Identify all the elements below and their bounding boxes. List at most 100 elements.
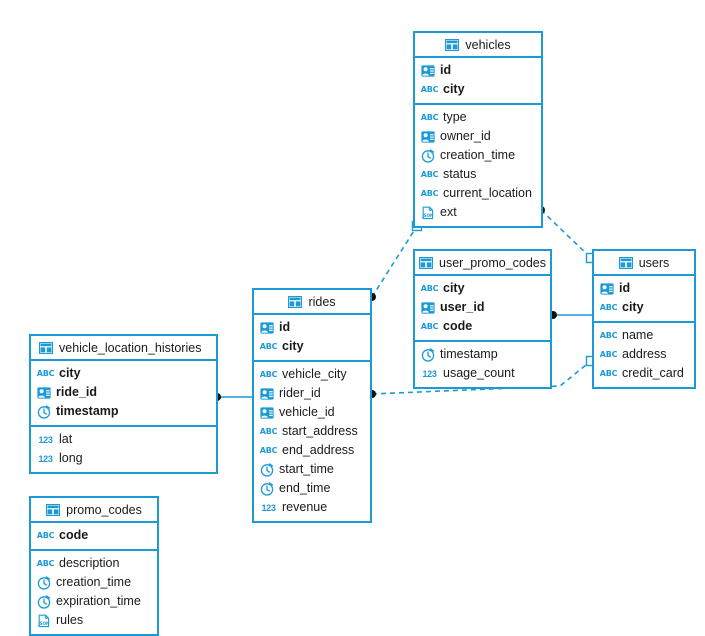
abc-icon: ABC bbox=[420, 284, 439, 293]
column-row-timestamp[interactable]: timestamp bbox=[415, 345, 550, 364]
abc-icon: ABC bbox=[36, 369, 55, 378]
column-row-creation_time[interactable]: creation_time bbox=[415, 146, 541, 165]
abc-icon: ABC bbox=[259, 370, 278, 379]
column-name: usage_count bbox=[443, 366, 515, 381]
column-row-start_time[interactable]: start_time bbox=[254, 460, 370, 479]
column-row-creation_time[interactable]: creation_time bbox=[31, 573, 157, 592]
column-row-city[interactable]: ABC city bbox=[31, 364, 216, 383]
table-icon bbox=[419, 256, 433, 270]
relationship-line bbox=[371, 225, 418, 298]
column-name: ride_id bbox=[56, 385, 97, 400]
id-card-icon bbox=[600, 282, 614, 296]
table-header-promo_codes[interactable]: promo_codes bbox=[31, 498, 157, 523]
column-row-id[interactable]: id bbox=[254, 318, 370, 337]
column-name: end_time bbox=[279, 481, 331, 496]
column-name: city bbox=[443, 281, 465, 296]
clock-icon bbox=[37, 575, 51, 590]
clock-icon bbox=[260, 481, 274, 496]
table-header-user_promo_codes[interactable]: user_promo_codes bbox=[415, 251, 550, 276]
relationship-user_promo_codes-users[interactable] bbox=[549, 311, 592, 319]
column-row-code[interactable]: ABC code bbox=[415, 317, 550, 336]
table-title: promo_codes bbox=[66, 502, 142, 517]
table-header-vehicles[interactable]: vehicles bbox=[415, 33, 541, 58]
column-row-owner_id[interactable]: owner_id bbox=[415, 127, 541, 146]
column-name: id bbox=[279, 320, 291, 335]
column-row-end_time[interactable]: end_time bbox=[254, 479, 370, 498]
column-name: current_location bbox=[443, 186, 532, 201]
column-name: user_id bbox=[440, 300, 485, 315]
clock-icon bbox=[421, 148, 435, 163]
column-row-id[interactable]: id bbox=[594, 279, 694, 298]
column-name: name bbox=[622, 328, 654, 343]
column-row-ride_id[interactable]: ride_id bbox=[31, 383, 216, 402]
column-name: credit_card bbox=[622, 366, 684, 381]
abc-icon: ABC bbox=[420, 322, 439, 331]
column-row-status[interactable]: ABC status bbox=[415, 165, 541, 184]
123-icon: 123 bbox=[261, 502, 276, 513]
table-title: user_promo_codes bbox=[439, 255, 547, 270]
column-row-user_id[interactable]: user_id bbox=[415, 298, 550, 317]
column-name: status bbox=[443, 167, 477, 182]
table-icon bbox=[445, 38, 460, 52]
column-name: start_address bbox=[282, 424, 358, 439]
clock-icon bbox=[260, 462, 274, 477]
table-header-users[interactable]: users bbox=[594, 251, 694, 276]
abc-icon: ABC bbox=[420, 170, 439, 179]
table-header-vehicle_location_histories[interactable]: vehicle_location_histories bbox=[31, 336, 216, 361]
column-name: city bbox=[282, 339, 304, 354]
table-title: vehicles bbox=[465, 37, 511, 52]
column-row-city[interactable]: ABC city bbox=[415, 279, 550, 298]
column-row-revenue[interactable]: 123 revenue bbox=[254, 498, 370, 517]
svg-text:JSON: JSON bbox=[37, 621, 50, 626]
id-card-icon bbox=[37, 386, 51, 400]
123-icon: 123 bbox=[422, 368, 437, 379]
table-header-rides[interactable]: rides bbox=[254, 290, 370, 315]
json-icon: JSON bbox=[37, 614, 51, 628]
abc-icon: ABC bbox=[420, 113, 439, 122]
column-row-usage_count[interactable]: 123 usage_count bbox=[415, 364, 550, 383]
column-row-id[interactable]: id bbox=[415, 61, 541, 80]
column-name: code bbox=[443, 319, 473, 334]
clock-icon bbox=[37, 404, 51, 419]
table-title: rides bbox=[308, 294, 336, 309]
column-name: timestamp bbox=[440, 347, 498, 362]
column-row-rules[interactable]: JSON rules bbox=[31, 611, 157, 630]
id-card-icon bbox=[260, 387, 274, 401]
column-row-vehicle_id[interactable]: vehicle_id bbox=[254, 403, 370, 422]
column-name: rules bbox=[56, 613, 84, 628]
column-row-expiration_time[interactable]: expiration_time bbox=[31, 592, 157, 611]
column-row-rider_id[interactable]: rider_id bbox=[254, 384, 370, 403]
column-name: city bbox=[59, 366, 81, 381]
id-card-icon bbox=[421, 130, 435, 144]
abc-icon: ABC bbox=[599, 350, 618, 359]
abc-icon: ABC bbox=[36, 531, 55, 540]
column-name: revenue bbox=[282, 500, 328, 515]
relationship-vehicle_location_histories-rides[interactable] bbox=[213, 393, 252, 401]
column-row-timestamp[interactable]: timestamp bbox=[31, 402, 216, 421]
